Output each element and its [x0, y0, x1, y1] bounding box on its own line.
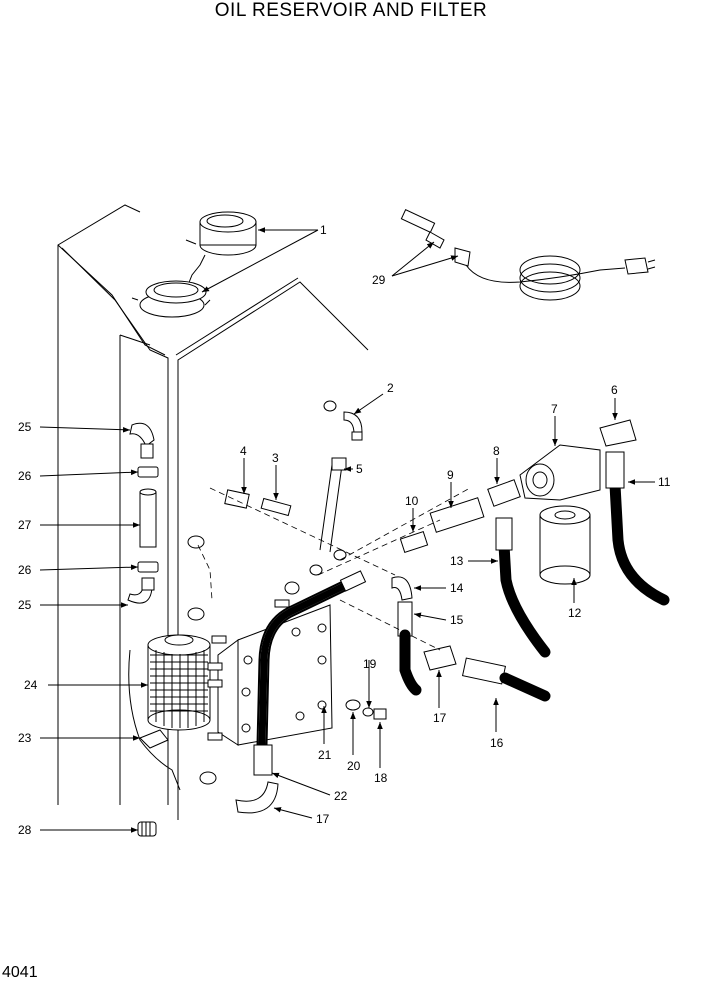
- callout-19: 19: [363, 657, 377, 671]
- check-valve-9: [429, 497, 485, 533]
- breather-elbow-bottom: [127, 577, 155, 604]
- adapter-10: [399, 531, 429, 553]
- callout-1: 1: [320, 223, 327, 237]
- studs: [207, 599, 290, 741]
- callout-9: 9: [447, 468, 454, 482]
- elbow-fitting-2: [343, 411, 363, 441]
- washer-20: [345, 699, 361, 711]
- callout-labels: 1 2 3 4 5 6 7 8 9 10 11 12 13 14 15 16 1…: [18, 223, 671, 837]
- callout-16: 16: [490, 736, 504, 750]
- callout-27: 27: [18, 518, 32, 532]
- callout-26a: 26: [18, 469, 32, 483]
- breather-hose: [139, 488, 157, 548]
- page-number: 4041: [2, 964, 38, 981]
- tee-fitting-6: [599, 419, 637, 447]
- filler-cap: [185, 211, 257, 291]
- callout-10: 10: [405, 494, 419, 508]
- hose-fitting-22: [253, 744, 273, 776]
- hose-13: [498, 539, 551, 658]
- hose-clamp-bottom: [137, 561, 159, 573]
- hose-11-end: [605, 451, 625, 489]
- breather-elbow-top: [129, 422, 155, 459]
- nut-18: [373, 708, 387, 720]
- callout-20: 20: [347, 759, 361, 773]
- callout-6: 6: [611, 383, 618, 397]
- tank-heater: [400, 209, 656, 301]
- callout-17a: 17: [433, 711, 447, 725]
- callout-5: 5: [356, 462, 363, 476]
- callout-23: 23: [18, 731, 32, 745]
- hose-16-end: [461, 657, 507, 685]
- elbow-14: [391, 576, 413, 601]
- connector-4: [224, 489, 250, 509]
- callout-8: 8: [493, 444, 500, 458]
- filler-neck: [131, 280, 211, 318]
- return-pipe: [319, 457, 347, 553]
- hose-11: [609, 479, 670, 606]
- callout-24: 24: [24, 678, 38, 692]
- connector-3: [260, 497, 292, 517]
- washers-on-tank: [187, 400, 347, 785]
- washer-19: [362, 707, 374, 717]
- callout-18: 18: [374, 771, 388, 785]
- callout-14: 14: [450, 581, 464, 595]
- callout-25b: 25: [18, 598, 32, 612]
- reservoir-tank: [57, 204, 369, 820]
- tee-fitting-8: [487, 479, 521, 507]
- suction-hose-core: [258, 581, 350, 749]
- hose-16: [499, 672, 551, 702]
- suction-strainer: [147, 634, 211, 731]
- callout-7: 7: [551, 402, 558, 416]
- callout-3: 3: [272, 451, 279, 465]
- callout-22: 22: [334, 789, 348, 803]
- leader-lines: [39, 227, 655, 833]
- hose-15: [399, 629, 422, 696]
- filter-element: [539, 505, 591, 585]
- callout-25a: 25: [18, 420, 32, 434]
- adapter-17: [423, 645, 457, 671]
- hose-end-top: [339, 570, 367, 592]
- callout-12: 12: [568, 606, 582, 620]
- callout-21: 21: [318, 748, 332, 762]
- elbow-17-bottom: [235, 781, 279, 814]
- callout-2: 2: [387, 381, 394, 395]
- callout-26b: 26: [18, 563, 32, 577]
- alignment-lines: [197, 487, 471, 651]
- filter-head: [519, 444, 601, 501]
- callout-28: 28: [18, 823, 32, 837]
- callout-17b: 17: [316, 812, 330, 826]
- callout-4: 4: [240, 444, 247, 458]
- hose-13-end: [495, 517, 513, 551]
- callout-15: 15: [450, 613, 464, 627]
- callout-13: 13: [450, 554, 464, 568]
- page-title: OIL RESERVOIR AND FILTER: [214, 0, 488, 21]
- callout-29: 29: [372, 273, 386, 287]
- drain-plug: [137, 821, 157, 837]
- callout-11: 11: [658, 475, 671, 489]
- hose-clamp-top: [137, 466, 159, 478]
